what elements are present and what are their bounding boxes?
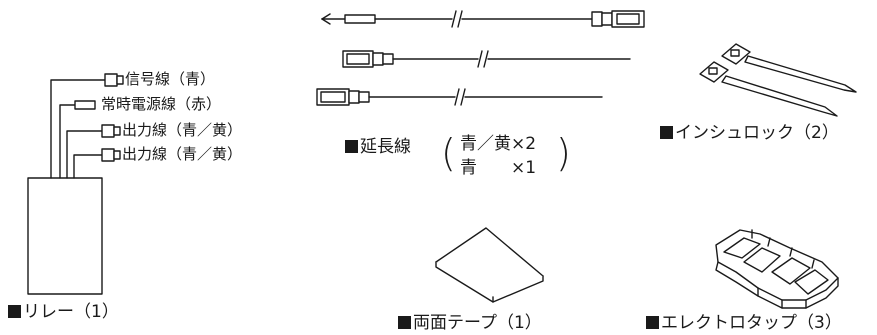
electro-tap-caption-text: エレクトロタップ（3）: [661, 313, 842, 333]
caption-bullet: [8, 305, 21, 318]
output-wire-2-label: 出力線（青／黄）: [122, 145, 243, 163]
extension-close-paren: ): [556, 131, 571, 175]
output-wire-1-connector: [101, 124, 115, 138]
output-wire-1-label: 出力線（青／黄）: [122, 121, 243, 139]
electro-tap-illustration: [715, 229, 839, 309]
zip-tie-caption: インシュロック（2）: [660, 125, 839, 142]
extension-line-2: 青 ×1: [460, 158, 537, 178]
zip-tie-illustration: [699, 43, 857, 117]
caption-bullet: [660, 126, 673, 139]
relay-illustration: [27, 73, 124, 295]
relay-caption-text: リレー（1）: [23, 302, 119, 322]
signal-wire-label: 信号線（青）: [125, 70, 216, 88]
power-wire-label: 常時電源線（赤）: [101, 95, 222, 113]
relay-body: [27, 177, 103, 295]
output-wire-1: [66, 130, 103, 179]
electro-tap-caption: エレクトロタップ（3）: [646, 315, 842, 332]
double-tape-caption: 両面テープ（1）: [398, 315, 542, 332]
extension-line-1: 青／黄×2: [460, 134, 537, 154]
zip-tie-caption-text: インシュロック（2）: [675, 123, 839, 143]
caption-bullet: [398, 316, 411, 329]
extension-wire-top: [321, 10, 645, 28]
double-tape-illustration: [435, 227, 544, 303]
extension-open-paren: (: [441, 131, 456, 175]
extension-wire-middle: [342, 50, 631, 68]
extension-caption: 延長線: [345, 139, 411, 156]
signal-wire-connector: [104, 73, 118, 87]
caption-bullet: [646, 316, 659, 329]
double-tape-caption-text: 両面テープ（1）: [413, 313, 542, 333]
caption-bullet: [345, 140, 358, 153]
signal-wire: [50, 79, 106, 179]
power-wire: [59, 100, 96, 179]
extension-caption-text: 延長線: [360, 137, 411, 157]
relay-caption: リレー（1）: [8, 304, 119, 321]
extension-wire-bottom: [316, 88, 603, 106]
output-wire-2-connector: [101, 148, 115, 162]
output-wire-2: [73, 154, 103, 179]
